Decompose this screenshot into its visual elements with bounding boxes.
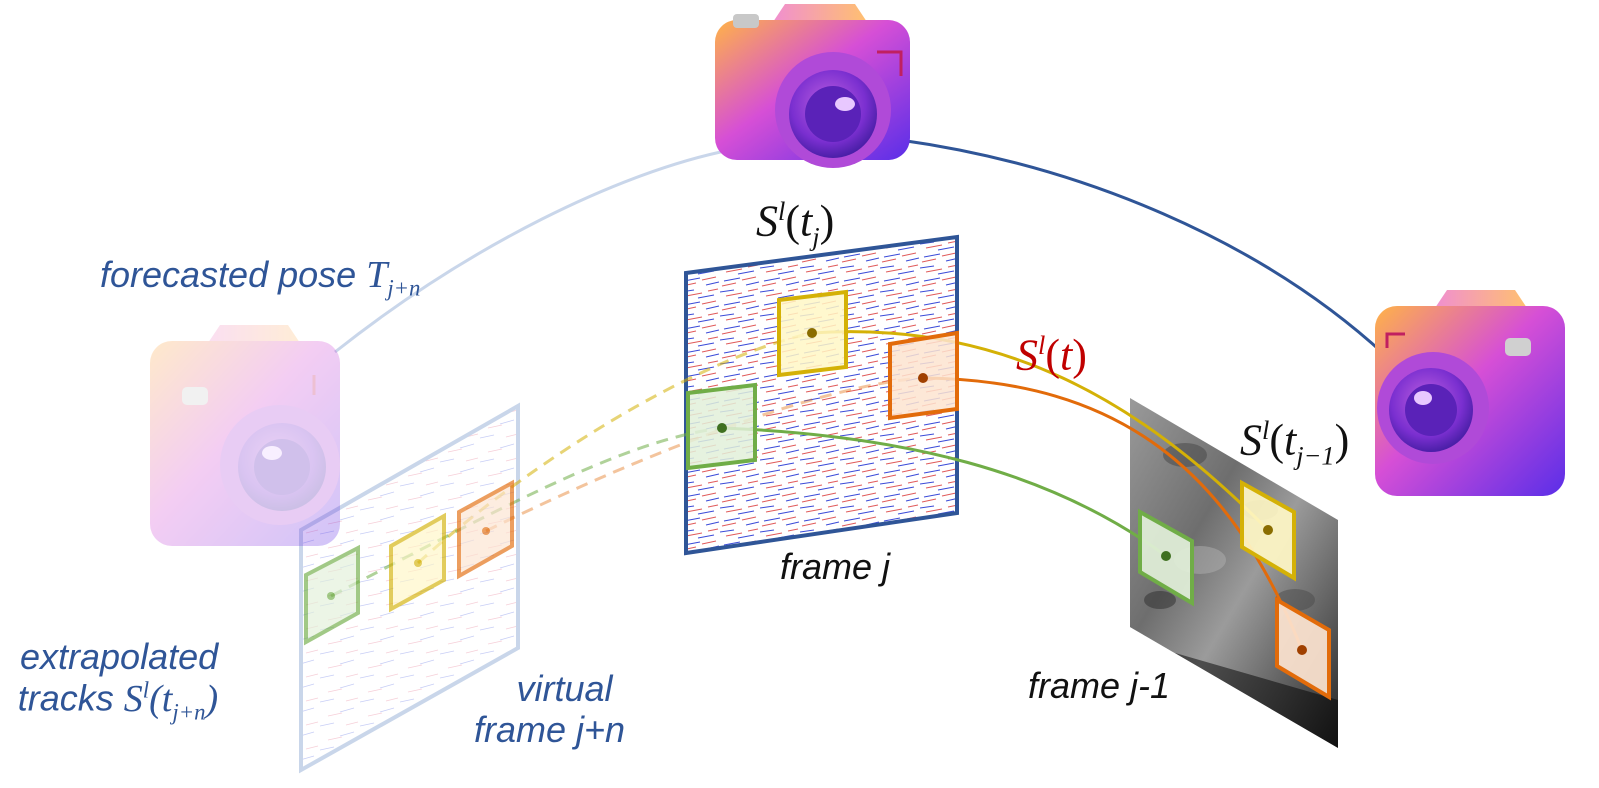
forecast-trajectory	[334, 148, 731, 354]
frame-j-title: Sl(tj)	[756, 196, 835, 252]
past-trajectory	[899, 138, 1387, 357]
patch-green-frame-j	[686, 382, 757, 471]
patch-orange-frame-j-minus-1	[1275, 596, 1331, 701]
patch-orange-frame-j	[888, 330, 959, 421]
frame-j-caption: frame j	[780, 546, 891, 587]
virtual-patch-green	[304, 544, 360, 646]
forecasted-pose-label: forecasted pose Tj+n	[100, 254, 421, 301]
track-yellow	[811, 330, 1270, 532]
camera-icon	[1375, 290, 1565, 496]
track-function-label: Sl(t)	[1016, 330, 1087, 380]
extrapolated-track-orange	[485, 376, 924, 533]
patch-green-frame-j-minus-1	[1138, 508, 1194, 607]
camera-icon	[715, 4, 910, 168]
track-green	[721, 426, 1167, 558]
track-orange	[922, 376, 1304, 651]
virtual-patch-orange	[457, 479, 514, 580]
camera-icon	[150, 325, 340, 546]
patch-yellow-frame-j-minus-1	[1240, 479, 1296, 582]
virtual-frame-label: virtual frame j+n	[474, 668, 626, 751]
extrapolated-tracks-label: extrapolated tracks Sl(tj+n)	[17, 636, 219, 725]
patch-yellow-frame-j	[777, 289, 848, 378]
virtual-patch-yellow	[389, 512, 446, 613]
frame-j-minus-1-caption: frame j-1	[1028, 665, 1171, 706]
extrapolated-track-yellow	[416, 331, 813, 565]
frame-j-minus-1-title: Sl(tj−1)	[1240, 415, 1350, 471]
